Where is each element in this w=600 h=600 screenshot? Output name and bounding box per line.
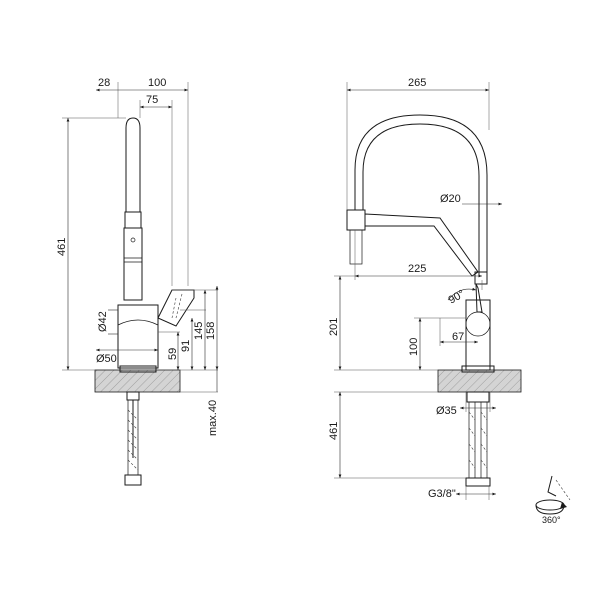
dim-265-label: 265	[408, 77, 426, 89]
side-spout-tube	[125, 117, 141, 213]
front-deck-block	[437, 369, 522, 393]
dim-91-label: 91	[180, 340, 192, 352]
dim-thread-label: G3/8"	[428, 488, 456, 500]
dim-67-label: 67	[452, 331, 464, 343]
rotation-label: 360°	[542, 515, 561, 525]
front-view: 265 Ø20 225 90° 201 100 67 Ø35	[328, 77, 522, 500]
dim-d42-label: Ø42	[97, 311, 109, 332]
front-lever	[475, 283, 483, 313]
side-deck-block	[94, 369, 181, 393]
dim-90deg-label: 90°	[447, 288, 467, 307]
dim-100-label: 100	[408, 338, 420, 356]
side-lever	[157, 289, 195, 327]
dim-59-label: 59	[167, 348, 179, 360]
dim-d20-label: Ø20	[440, 193, 461, 205]
dim-d50-label: Ø50	[96, 353, 117, 365]
dim-75-label: 75	[146, 94, 158, 106]
dim-461-below-label: 461	[328, 422, 340, 440]
front-main-body	[465, 299, 491, 371]
side-spray-body	[123, 227, 143, 301]
dim-max40-label: max.40	[207, 400, 219, 436]
side-main-body	[117, 304, 159, 369]
dim-158-label: 158	[205, 322, 217, 340]
front-gooseneck	[354, 114, 488, 275]
side-button	[130, 237, 136, 243]
dim-201-label: 201	[328, 318, 340, 336]
dim-100-label: 100	[148, 77, 166, 89]
dim-28-label: 28	[98, 77, 110, 89]
dim-145-label: 145	[193, 322, 205, 340]
rotation-360-icon: 360°	[535, 475, 571, 525]
side-spray-head	[124, 211, 142, 229]
dim-d35-label: Ø35	[436, 405, 457, 417]
dim-461-label: 461	[56, 238, 68, 256]
front-spray-head	[346, 209, 366, 231]
dim-225-label: 225	[408, 263, 426, 275]
side-view: 28 100 75 461 Ø42 Ø50 59 91 145 158 max.…	[56, 77, 219, 486]
